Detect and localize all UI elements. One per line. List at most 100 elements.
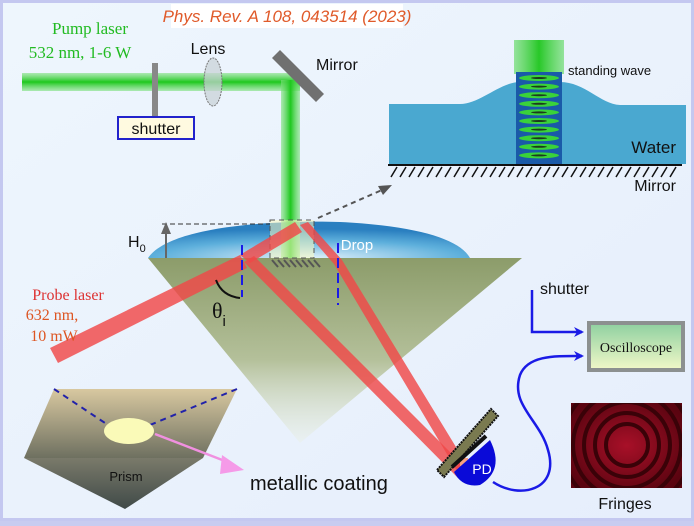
- probe-laser-title: Probe laser: [32, 287, 104, 304]
- signal-shutter-label: shutter: [540, 281, 590, 298]
- hatch-mark: [561, 166, 569, 178]
- hatch-mark: [462, 166, 470, 178]
- hatch-mark: [588, 166, 596, 178]
- citation-text: Phys. Rev. A 108, 043514 (2023): [163, 7, 412, 26]
- water-label: Water: [631, 138, 676, 157]
- hatch-mark: [651, 166, 659, 178]
- probe-beam-incident: [50, 255, 247, 363]
- filter-plate: [435, 407, 500, 479]
- fringe-ring: [571, 403, 682, 488]
- probe-laser-wavelength: 632 nm,: [26, 307, 78, 324]
- pump-shutter-label: shutter: [132, 121, 182, 138]
- prism-label: Prism: [109, 469, 142, 484]
- inset-standing-wave: standing wave Water Mirror: [388, 40, 686, 195]
- pump-shutter-blade: [152, 63, 158, 118]
- hatch-mark: [597, 166, 605, 178]
- height-label: H0: [128, 234, 146, 255]
- wave-fringe-node: [531, 85, 547, 88]
- hatch-mark: [471, 166, 479, 178]
- pd-label: PD: [472, 461, 491, 477]
- pump-beam-horizontal: [22, 73, 300, 91]
- wave-fringe-node: [531, 145, 547, 148]
- inset-pointer-line: [317, 189, 383, 219]
- inset-mirror-label: Mirror: [634, 178, 676, 195]
- prism-bottom-face: [24, 458, 203, 509]
- lens: [203, 57, 223, 107]
- top-mirror-label: Mirror: [316, 57, 358, 74]
- inset-pump-beam: [514, 40, 564, 74]
- hatch-mark: [570, 166, 578, 178]
- hatch-mark: [417, 166, 425, 178]
- hatch-mark: [399, 166, 407, 178]
- wave-fringe-node: [531, 128, 547, 131]
- pump-beam-vertical: [281, 80, 300, 258]
- hatch-mark: [480, 166, 488, 178]
- wave-fringe-node: [531, 94, 547, 97]
- inset-mirror-hatch: [390, 166, 677, 178]
- pump-laser-title: Pump laser: [52, 19, 128, 38]
- incidence-angle-arc: [215, 279, 241, 299]
- citation-box: [171, 4, 403, 28]
- shutter-trigger-line: [530, 290, 584, 337]
- prism-sketch: Prism: [24, 388, 244, 509]
- top-mirror: [272, 50, 324, 102]
- wave-fringe-node: [531, 77, 547, 79]
- inset-wave-fringes: [519, 75, 559, 159]
- probe-beam-to-drop: [240, 222, 302, 263]
- fringes-label: Fringes: [598, 496, 651, 513]
- wave-fringe-node: [531, 111, 547, 114]
- hatch-mark: [489, 166, 497, 178]
- hatch-mark: [660, 166, 668, 178]
- hatch-mark: [453, 166, 461, 178]
- drop-label: Drop: [341, 237, 374, 254]
- hatch-mark: [408, 166, 416, 178]
- hatch-mark: [426, 166, 434, 178]
- lens-label: Lens: [191, 41, 226, 58]
- probe-beam-reflected-1: [244, 256, 468, 478]
- hatch-mark: [552, 166, 560, 178]
- coating-pointer-line: [154, 432, 231, 465]
- pump-shutter-box: [117, 116, 195, 140]
- hatch-mark: [669, 166, 677, 178]
- probe-beam-reflected-2: [300, 222, 470, 476]
- coating-spot: [104, 418, 154, 444]
- hatch-mark: [507, 166, 515, 178]
- wave-fringe-node: [531, 154, 547, 157]
- hatch-mark: [498, 166, 506, 178]
- hatch-mark: [525, 166, 533, 178]
- drop-mirror-hatch: [271, 259, 321, 268]
- pd-window: [450, 434, 488, 469]
- fringe-ring: [593, 411, 661, 479]
- metallic-coating-label: metallic coating: [250, 473, 388, 495]
- wave-fringe-node: [531, 120, 547, 122]
- filter-transmitted-spot: [460, 458, 468, 466]
- hatch-mark: [642, 166, 650, 178]
- photodetector-body: [454, 440, 496, 486]
- prism-edge-right: [149, 388, 238, 426]
- pump-laser-spec: 532 nm, 1-6 W: [29, 43, 133, 62]
- wave-fringe-node: [531, 137, 547, 140]
- fringe-ring: [604, 422, 650, 468]
- height-arrow-head: [161, 222, 171, 234]
- hatch-mark: [633, 166, 641, 178]
- hatch-mark: [534, 166, 542, 178]
- oscilloscope-label: Oscilloscope: [600, 341, 672, 356]
- fringes-image: [571, 403, 682, 488]
- hatch-mark: [516, 166, 524, 178]
- fringes-rings: [571, 403, 682, 488]
- oscilloscope: [587, 321, 685, 372]
- hatch-mark: [579, 166, 587, 178]
- hatch-mark: [444, 166, 452, 178]
- probe-laser-power: 10 mW: [30, 328, 78, 345]
- hatch-mark: [606, 166, 614, 178]
- hatch-mark: [543, 166, 551, 178]
- hatch-mark: [435, 166, 443, 178]
- angle-label: θi: [212, 298, 226, 330]
- signal-cable: [492, 350, 584, 492]
- wave-fringe-node: [531, 102, 547, 105]
- fringe-ring: [582, 403, 672, 488]
- hatch-mark: [624, 166, 632, 178]
- inset-pointer-arrowhead: [378, 185, 392, 195]
